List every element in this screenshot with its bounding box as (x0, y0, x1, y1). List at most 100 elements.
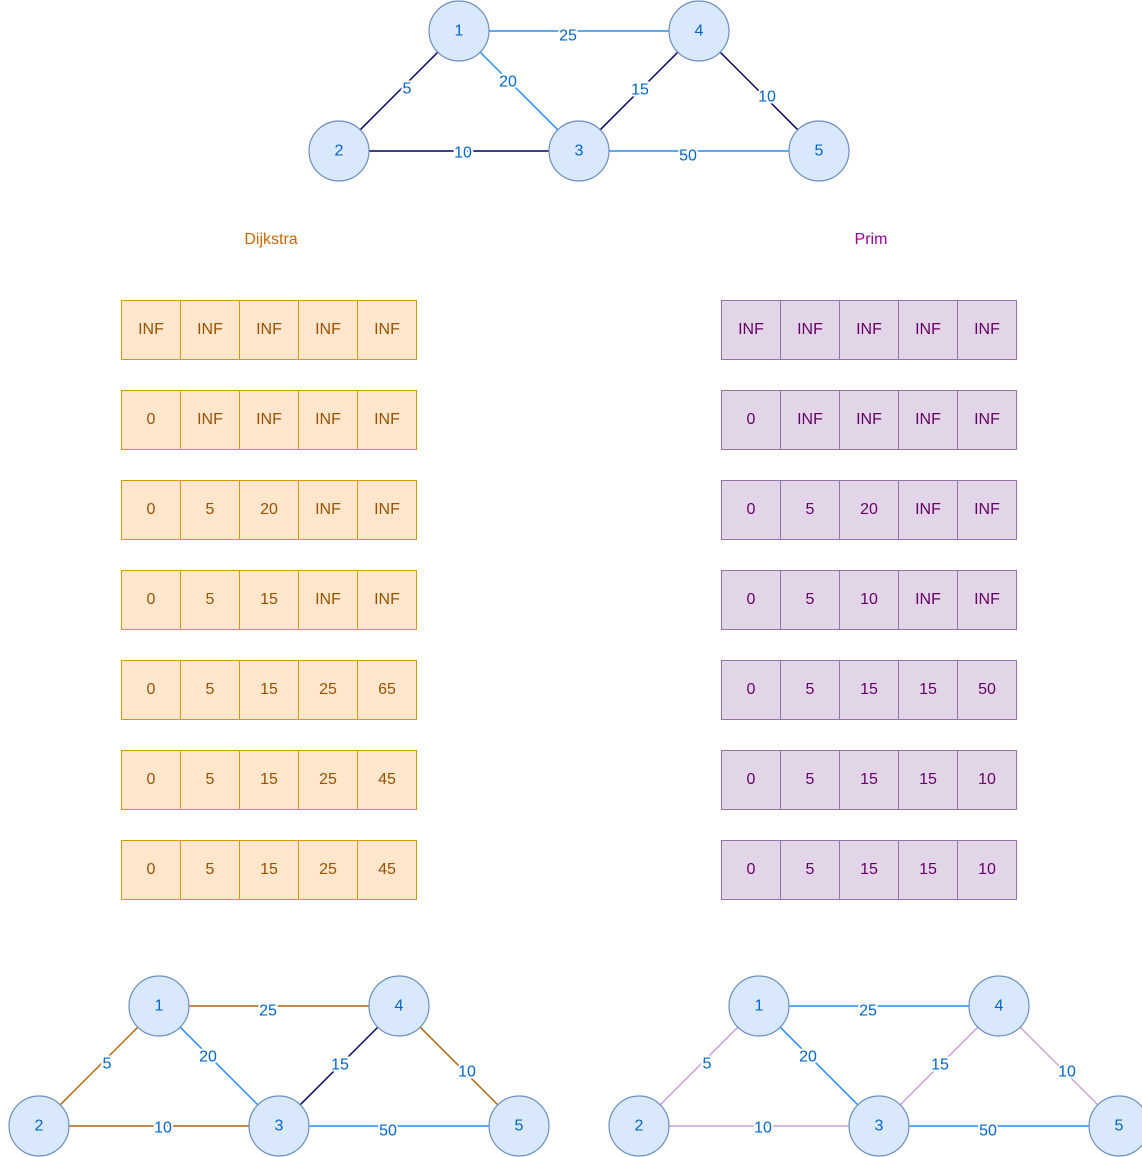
top-edge-weight-1-2: 5 (403, 81, 412, 98)
dijkstra-node-label: 4 (395, 998, 404, 1015)
dijkstra-cell-node-3: 15 (239, 840, 299, 900)
top-edge-weight-1-4: 25 (559, 28, 577, 45)
prim-cell-node-5: 10 (957, 750, 1017, 810)
dijkstra-edge-weight-3-4: 15 (331, 1057, 349, 1074)
dijkstra-cell-node-4: 25 (298, 840, 358, 900)
dijkstra-node-label: 2 (35, 1118, 44, 1135)
dijkstra-edge-weight-4-5: 10 (458, 1064, 476, 1081)
dijkstra-cell-node-4: INF (298, 390, 358, 450)
prim-cell-node-5: INF (957, 570, 1017, 630)
dijkstra-cell-node-3: 20 (239, 480, 299, 540)
prim-cell-node-3: 10 (839, 570, 899, 630)
dijkstra-cell-node-3: 15 (239, 660, 299, 720)
prim-edge-weight-4-5: 10 (1058, 1064, 1076, 1081)
prim-cell-node-1: 0 (721, 660, 781, 720)
prim-node-label: 3 (875, 1118, 884, 1135)
prim-edge-weight-1-3: 20 (799, 1049, 817, 1066)
prim-cell-node-4: 15 (898, 840, 958, 900)
dijkstra-edge-weight-2-3: 10 (154, 1120, 172, 1137)
top-node-5: 5 (788, 120, 850, 182)
prim-cell-node-1: 0 (721, 840, 781, 900)
dijkstra-cell-node-4: 25 (298, 660, 358, 720)
dijkstra-cell-node-1: 0 (121, 660, 181, 720)
prim-cell-node-1: 0 (721, 750, 781, 810)
dijkstra-cell-node-2: 5 (180, 570, 240, 630)
prim-node-5: 5 (1088, 1095, 1142, 1157)
dijkstra-cell-node-2: 5 (180, 480, 240, 540)
dijkstra-cell-node-1: 0 (121, 750, 181, 810)
prim-cell-node-3: INF (839, 300, 899, 360)
dijkstra-cell-node-4: INF (298, 480, 358, 540)
top-node-4: 4 (668, 0, 730, 62)
prim-cell-node-2: 5 (780, 840, 840, 900)
top-node-1: 1 (428, 0, 490, 62)
dijkstra-cell-node-3: INF (239, 300, 299, 360)
prim-edge-weight-3-5: 50 (979, 1123, 997, 1140)
dijkstra-cell-node-2: 5 (180, 750, 240, 810)
dijkstra-cell-node-1: 0 (121, 840, 181, 900)
prim-node-label: 4 (995, 998, 1004, 1015)
dijkstra-cell-node-2: 5 (180, 660, 240, 720)
dijkstra-cell-node-1: 0 (121, 570, 181, 630)
prim-node-3: 3 (848, 1095, 910, 1157)
prim-title: Prim (854, 231, 888, 248)
top-edge-weight-4-5: 10 (758, 89, 776, 106)
prim-node-2: 2 (608, 1095, 670, 1157)
dijkstra-node-label: 3 (275, 1118, 284, 1135)
dijkstra-cell-node-4: 25 (298, 750, 358, 810)
dijkstra-cell-node-3: 15 (239, 570, 299, 630)
prim-cell-node-3: 15 (839, 660, 899, 720)
dijkstra-node-2: 2 (8, 1095, 70, 1157)
dijkstra-cell-node-5: INF (357, 390, 417, 450)
dijkstra-edge-weight-1-2: 5 (103, 1056, 112, 1073)
prim-cell-node-2: 5 (780, 660, 840, 720)
prim-node-label: 1 (755, 998, 764, 1015)
dijkstra-node-3: 3 (248, 1095, 310, 1157)
top-edge-weight-3-5: 50 (679, 148, 697, 165)
prim-cell-node-1: 0 (721, 570, 781, 630)
prim-cell-node-4: INF (898, 390, 958, 450)
prim-cell-node-4: INF (898, 300, 958, 360)
dijkstra-cell-node-5: INF (357, 300, 417, 360)
dijkstra-cell-node-1: INF (121, 300, 181, 360)
prim-cell-node-3: 15 (839, 750, 899, 810)
prim-edge-weight-1-2: 5 (703, 1056, 712, 1073)
top-node-label: 1 (455, 23, 464, 40)
prim-edge-weight-2-3: 10 (754, 1120, 772, 1137)
top-node-3: 3 (548, 120, 610, 182)
top-node-label: 2 (335, 143, 344, 160)
prim-node-label: 2 (635, 1118, 644, 1135)
dijkstra-cell-node-3: INF (239, 390, 299, 450)
dijkstra-cell-node-3: 15 (239, 750, 299, 810)
prim-cell-node-1: 0 (721, 390, 781, 450)
prim-cell-node-3: 20 (839, 480, 899, 540)
dijkstra-node-1: 1 (128, 975, 190, 1037)
dijkstra-cell-node-4: INF (298, 570, 358, 630)
prim-node-1: 1 (728, 975, 790, 1037)
prim-cell-node-2: 5 (780, 750, 840, 810)
prim-cell-node-2: 5 (780, 480, 840, 540)
prim-cell-node-2: INF (780, 390, 840, 450)
dijkstra-edge-weight-1-3: 20 (199, 1049, 217, 1066)
prim-cell-node-3: INF (839, 390, 899, 450)
dijkstra-node-5: 5 (488, 1095, 550, 1157)
dijkstra-cell-node-2: INF (180, 390, 240, 450)
dijkstra-cell-node-5: 65 (357, 660, 417, 720)
top-edge-weight-2-3: 10 (454, 145, 472, 162)
dijkstra-cell-node-2: 5 (180, 840, 240, 900)
dijkstra-cell-node-1: 0 (121, 480, 181, 540)
dijkstra-cell-node-5: INF (357, 480, 417, 540)
